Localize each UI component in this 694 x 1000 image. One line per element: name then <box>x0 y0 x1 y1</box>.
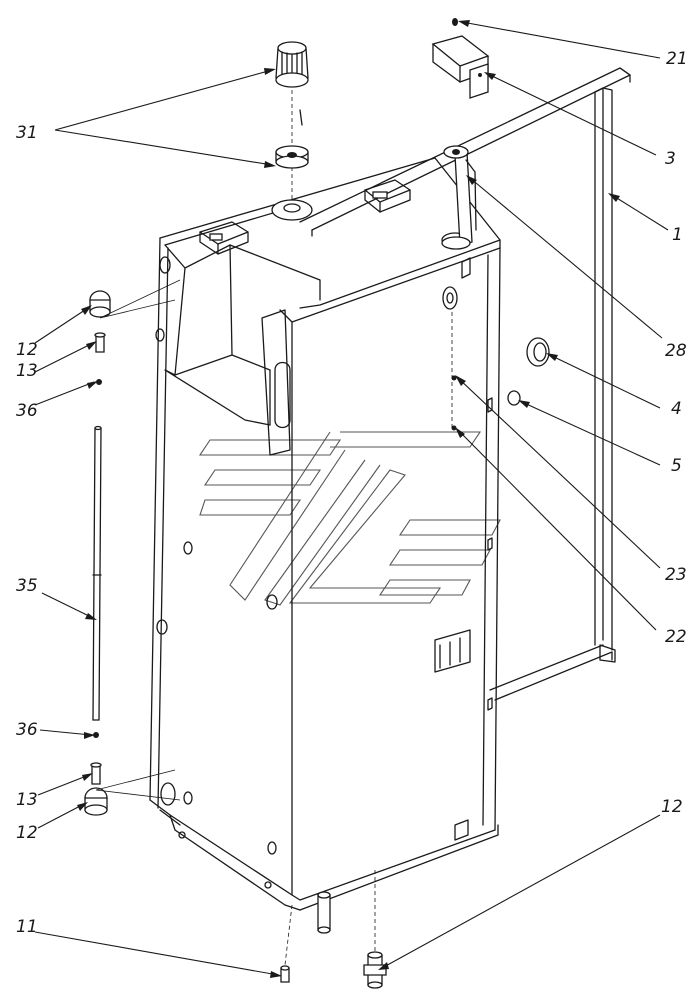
callout-1: 1 <box>672 225 683 245</box>
callout-12-right: 12 <box>661 797 683 817</box>
callout-22: 22 <box>665 627 687 647</box>
leader-lines <box>34 20 669 978</box>
callout-23: 23 <box>665 565 687 585</box>
callout-35: 35 <box>16 576 38 596</box>
callout-labels: 21 3 1 28 4 5 23 22 12 31 12 13 36 35 36… <box>16 49 688 937</box>
watermark-logo <box>198 431 501 606</box>
sight-rod-assembly <box>84 279 181 816</box>
side-plugs <box>451 337 550 431</box>
rear-mounting-bracket <box>299 67 631 701</box>
hydraulic-tank-body <box>149 90 501 966</box>
callout-21: 21 <box>666 49 688 69</box>
callout-4: 4 <box>671 399 682 419</box>
filler-cap-assembly <box>275 41 309 169</box>
callout-31: 31 <box>16 123 38 143</box>
cover-bracket <box>431 18 490 99</box>
bottom-fittings <box>280 891 387 989</box>
callout-12-bottom: 12 <box>16 823 38 843</box>
callout-28: 28 <box>665 341 687 361</box>
callout-36-top: 36 <box>16 401 38 421</box>
level-gauge-tube <box>441 145 477 250</box>
callout-12-top: 12 <box>16 340 38 360</box>
callout-3: 3 <box>665 149 676 169</box>
callout-5: 5 <box>671 456 682 476</box>
callout-11: 11 <box>16 917 38 937</box>
callout-13-top: 13 <box>16 361 38 381</box>
callout-13-bottom: 13 <box>16 790 38 810</box>
callout-36-bottom: 36 <box>16 720 38 740</box>
